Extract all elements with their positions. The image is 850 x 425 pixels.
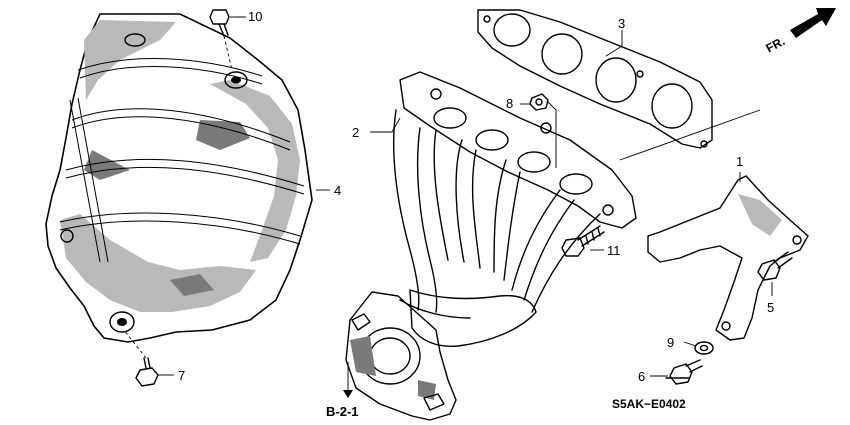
section-reference[interactable]: B-2-1 [326,362,359,419]
arrow-right-icon [790,8,836,38]
bolt-6-icon[interactable] [665,359,703,385]
callout-6: 6 [638,369,645,384]
nut-8-icon[interactable] [529,93,549,111]
callout-labels: 10 3 2 4 8 11 1 5 9 6 7 [178,9,774,384]
bolt-10-icon[interactable] [209,9,233,71]
bolt-11-icon[interactable] [561,225,605,257]
callout-1: 1 [736,154,743,169]
front-label: FR. [764,34,788,55]
diagram-code: S5AK−E0402 [612,397,686,411]
gasket-icon[interactable] [477,9,713,149]
bolt-7-icon[interactable] [123,329,159,387]
callout-9: 9 [667,335,674,350]
bolt-5-icon[interactable] [757,251,793,281]
callout-4: 4 [334,183,341,198]
section-reference-label: B-2-1 [326,404,359,419]
leader-lines [158,16,773,377]
washer-9-icon[interactable] [694,341,714,355]
front-direction-indicator: FR. [764,8,836,55]
callout-5: 5 [767,300,774,315]
callout-7: 7 [178,368,185,383]
arrow-down-icon [343,390,353,398]
heat-shield-icon[interactable] [45,13,313,343]
callout-10: 10 [248,9,262,24]
callout-3: 3 [618,16,625,31]
exhaust-manifold-icon[interactable] [345,71,637,421]
bracket-icon[interactable] [647,175,809,341]
callout-2: 2 [352,125,359,140]
callout-8: 8 [506,96,513,111]
callout-11: 11 [607,243,621,258]
